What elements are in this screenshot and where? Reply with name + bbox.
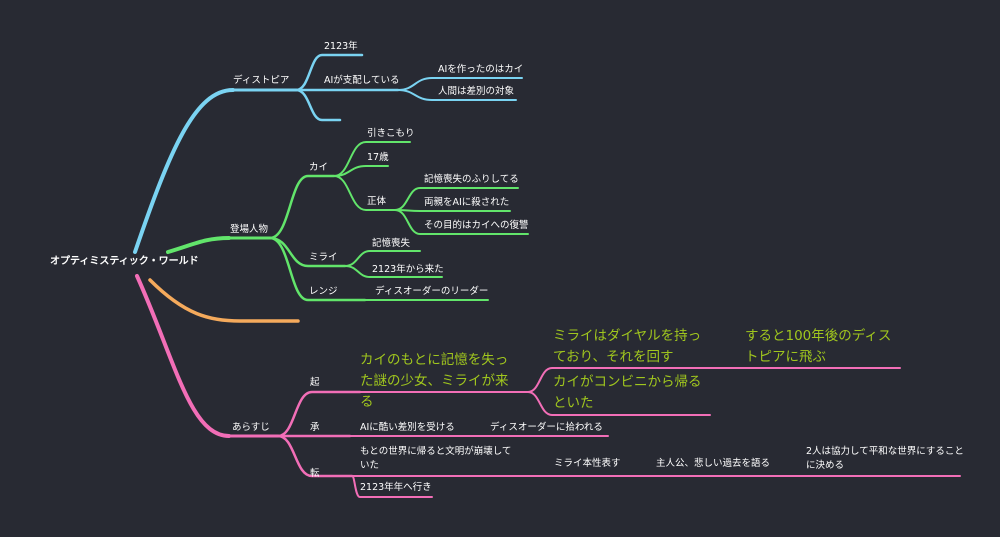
kai-node[interactable]: カイ: [309, 162, 329, 173]
kai-truth-node[interactable]: 正体: [367, 196, 387, 207]
renji-node[interactable]: レンジ: [309, 286, 338, 297]
ten-node[interactable]: 転: [310, 468, 320, 479]
synopsis-branch-lines: [135, 274, 961, 498]
sho-node[interactable]: 承: [310, 422, 320, 433]
characters-node[interactable]: 登場人物: [230, 224, 269, 235]
ai-rule-node[interactable]: AIが支配している: [324, 75, 400, 86]
ten-go-2123-node[interactable]: 2123年年へ行き: [360, 482, 432, 493]
sho-discrimination-node[interactable]: AIに酷い差別を受ける: [360, 422, 455, 433]
synopsis-node[interactable]: あらすじ: [232, 422, 270, 433]
ki-text-node[interactable]: カイのもとに記憶を失った謎の少女、ミライが来る: [360, 352, 509, 410]
renji-leader-node[interactable]: ディスオーダーのリーダー: [375, 286, 489, 297]
ki-dystopia-jump-node[interactable]: すると100年後のディストピアに飛ぶ: [745, 328, 892, 365]
kai-age-node[interactable]: 17歳: [367, 152, 389, 163]
mirai-amnesia-node[interactable]: 記憶喪失: [372, 238, 411, 249]
ten-peace-node[interactable]: 2人は協力して平和な世界にすることに決める: [806, 446, 964, 471]
empty-branch-line: [148, 278, 300, 323]
ai-creator-node[interactable]: AIを作ったのはカイ: [438, 64, 524, 75]
mirai-node[interactable]: ミライ: [309, 252, 338, 263]
ki-dial-node[interactable]: ミライはダイヤルを持っており、それを回す: [553, 328, 702, 365]
dystopia-node[interactable]: ディストピア: [233, 75, 290, 86]
root-topic[interactable]: オプティミスティック・ワールド: [50, 256, 199, 267]
truth-amnesia-node[interactable]: 記憶喪失のふりしてる: [424, 174, 519, 185]
dystopia-branch-lines: [133, 53, 523, 254]
ten-mirai-reveal-node[interactable]: ミライ本性表す: [554, 458, 621, 469]
mirai-origin-node[interactable]: 2123年から来た: [372, 264, 444, 275]
kai-recluse-node[interactable]: 引きこもり: [367, 128, 415, 139]
discrimination-node[interactable]: 人間は差別の対象: [438, 86, 515, 97]
truth-revenge-node[interactable]: その目的はカイへの復讐: [424, 220, 529, 231]
sho-rescued-node[interactable]: ディスオーダーに拾われる: [490, 422, 603, 433]
characters-branch-lines: [166, 141, 529, 302]
ten-past-node[interactable]: 主人公、悲しい過去を語る: [656, 458, 771, 469]
ki-node[interactable]: 起: [310, 377, 320, 388]
dystopia-year-node[interactable]: 2123年: [324, 41, 358, 52]
truth-parents-node[interactable]: 両親をAIに殺された: [424, 197, 510, 208]
ten-collapse-node[interactable]: もとの世界に帰ると文明が崩壊していた: [360, 446, 512, 471]
ki-return-node[interactable]: カイがコンビニから帰るといた: [553, 374, 702, 411]
